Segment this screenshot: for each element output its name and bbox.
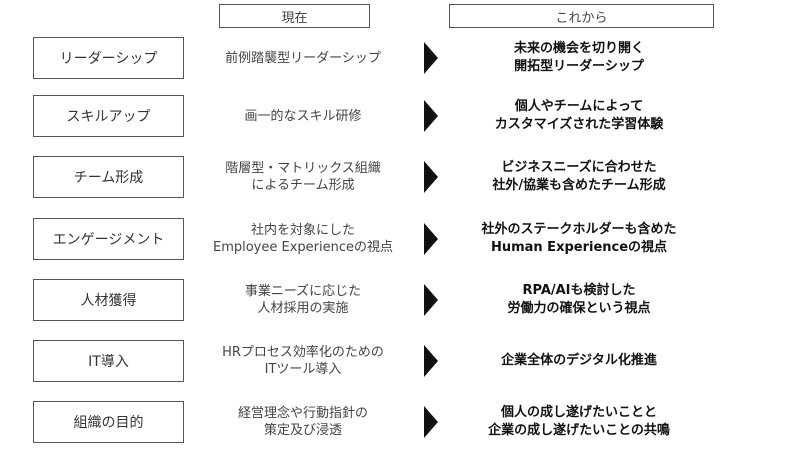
comparison-row: エンゲージメント 社内を対象にした Employee Experienceの視点…: [0, 218, 800, 260]
comparison-row: リーダーシップ 前例踏襲型リーダーシップ 未来の機会を切り開く 開拓型リーダーシ…: [0, 37, 800, 79]
future-line: ビジネスニーズに合わせた: [501, 160, 657, 175]
future-line: 個人の成し遂げたいことと: [500, 405, 657, 420]
current-state: 事業ニーズに応じた 人材採用の実施: [192, 279, 414, 321]
arrow-right-icon: [424, 284, 438, 316]
current-state: 前例踏襲型リーダーシップ: [192, 37, 414, 79]
category-box: リーダーシップ: [33, 37, 184, 79]
future-line: 企業全体のデジタル化推進: [501, 353, 657, 368]
future-line: 開拓型リーダーシップ: [514, 59, 644, 74]
future-state: 企業全体のデジタル化推進: [444, 340, 714, 382]
current-line: によるチーム形成: [251, 178, 355, 193]
current-line: Employee Experienceの視点: [212, 240, 393, 255]
current-line: ITツール導入: [264, 362, 342, 377]
future-line: 企業の成し遂げたいことの共鳴: [488, 423, 670, 438]
category-box: IT導入: [33, 340, 184, 382]
current-line: 階層型・マトリックス組織: [225, 161, 381, 176]
header-current: 現在: [219, 4, 370, 28]
future-line: 労働力の確保という視点: [507, 301, 651, 316]
current-line: 前例踏襲型リーダーシップ: [225, 50, 381, 66]
comparison-row: 人材獲得 事業ニーズに応じた 人材採用の実施 RPA/AIも検討した 労働力の確…: [0, 279, 800, 321]
arrow-right-icon: [424, 100, 438, 132]
comparison-row: 組織の目的 経営理念や行動指針の 策定及び浸透 個人の成し遂げたいことと 企業の…: [0, 401, 800, 443]
current-state: HRプロセス効率化のための ITツール導入: [192, 340, 414, 382]
future-state: 社外のステークホルダーも含めた Human Experienceの視点: [444, 218, 714, 260]
current-line: 事業ニーズに応じた: [244, 284, 362, 299]
arrow-right-icon: [424, 42, 438, 74]
future-line: カスタマイズされた学習体験: [494, 117, 664, 132]
comparison-row: IT導入 HRプロセス効率化のための ITツール導入 企業全体のデジタル化推進: [0, 340, 800, 382]
current-line: 人材採用の実施: [257, 301, 349, 316]
future-line: 個人やチームによって: [514, 99, 644, 114]
future-state: ビジネスニーズに合わせた 社外/協業も含めたチーム形成: [444, 156, 714, 198]
current-line: 策定及び浸透: [263, 423, 342, 438]
current-line: 社内を対象にした: [250, 223, 355, 238]
future-state: 個人の成し遂げたいことと 企業の成し遂げたいことの共鳴: [444, 401, 714, 443]
future-line: 社外/協業も含めたチーム形成: [492, 178, 666, 193]
current-state: 階層型・マトリックス組織 によるチーム形成: [192, 156, 414, 198]
current-line: 画一的なスキル研修: [244, 108, 362, 124]
arrow-right-icon: [424, 223, 438, 255]
future-state: 個人やチームによって カスタマイズされた学習体験: [444, 95, 714, 137]
future-state: 未来の機会を切り開く 開拓型リーダーシップ: [444, 37, 714, 79]
arrow-right-icon: [424, 406, 438, 438]
category-box: スキルアップ: [33, 95, 184, 137]
comparison-row: スキルアップ 画一的なスキル研修 個人やチームによって カスタマイズされた学習体…: [0, 95, 800, 137]
current-line: HRプロセス効率化のための: [222, 345, 384, 360]
future-state: RPA/AIも検討した 労働力の確保という視点: [444, 279, 714, 321]
category-box: チーム形成: [33, 156, 184, 198]
arrow-right-icon: [424, 161, 438, 193]
arrow-right-icon: [424, 345, 438, 377]
category-box: 人材獲得: [33, 279, 184, 321]
future-line: RPA/AIも検討した: [522, 283, 636, 298]
current-state: 社内を対象にした Employee Experienceの視点: [192, 218, 414, 260]
header-future: これから: [449, 4, 714, 28]
current-state: 経営理念や行動指針の 策定及び浸透: [192, 401, 414, 443]
future-line: 社外のステークホルダーも含めた: [481, 222, 677, 237]
future-line: 未来の機会を切り開く: [513, 41, 644, 56]
category-box: 組織の目的: [33, 401, 184, 443]
comparison-row: チーム形成 階層型・マトリックス組織 によるチーム形成 ビジネスニーズに合わせた…: [0, 156, 800, 198]
current-state: 画一的なスキル研修: [192, 95, 414, 137]
future-line: Human Experienceの視点: [490, 240, 668, 255]
category-box: エンゲージメント: [33, 218, 184, 260]
current-line: 経営理念や行動指針の: [237, 406, 368, 421]
